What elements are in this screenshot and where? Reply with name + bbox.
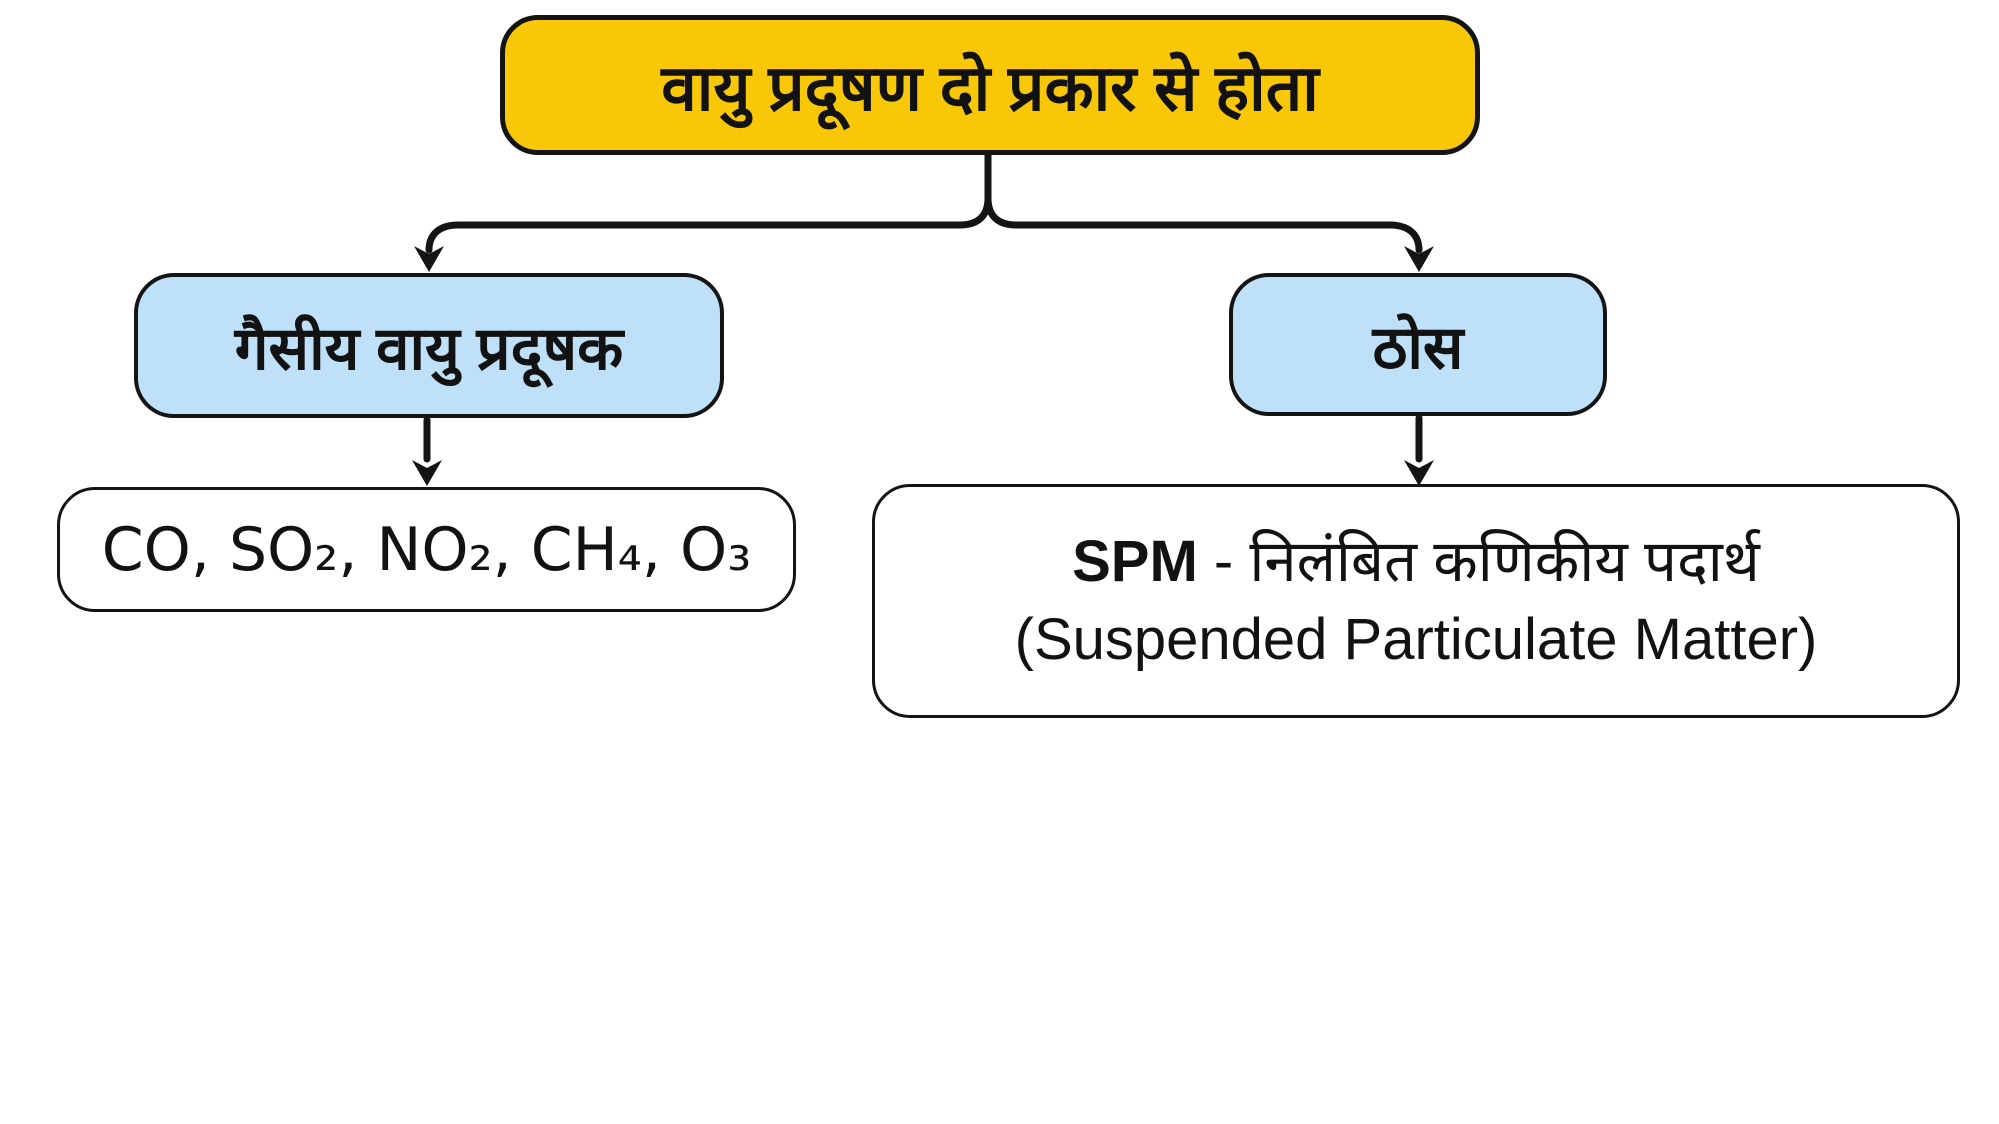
leaf-node-spm-definition: SPM - निलंबित कणिकीय पदार्थ (Suspended P… — [872, 484, 1960, 718]
arrowhead-to-spm-detail — [1404, 460, 1434, 486]
connector-fork-right — [984, 151, 1423, 254]
arrowhead-to-gases-detail — [412, 460, 442, 486]
arrowhead-to-gaseous — [414, 246, 444, 272]
gas-formulas-text: CO, SO₂, NO₂, CH₄, O₃ — [101, 514, 752, 585]
leaf-node-gas-formulas: CO, SO₂, NO₂, CH₄, O₃ — [57, 487, 796, 612]
branch-node-gaseous-label: गैसीय वायु प्रदूषक — [234, 314, 624, 382]
root-node-air-pollution-types: वायु प्रदूषण दो प्रकार से होता — [500, 15, 1480, 155]
arrowhead-to-solid — [1404, 246, 1434, 272]
connector-fork-left — [425, 151, 992, 254]
spm-abbr: SPM — [1072, 529, 1198, 595]
branch-node-gaseous-pollutants: गैसीय वायु प्रदूषक — [134, 273, 724, 418]
spm-hindi-text: - निलंबित कणिकीय पदार्थ — [1197, 529, 1760, 595]
branch-node-solid-label: ठोस — [1372, 313, 1464, 381]
branch-node-solid: ठोस — [1229, 273, 1607, 416]
root-node-label: वायु प्रदूषण दो प्रकार से होता — [661, 51, 1319, 124]
spm-definition-hindi-line: SPM - निलंबित कणिकीय पदार्थ — [1072, 530, 1760, 594]
spm-definition-english-line: (Suspended Particulate Matter) — [1014, 607, 1818, 672]
